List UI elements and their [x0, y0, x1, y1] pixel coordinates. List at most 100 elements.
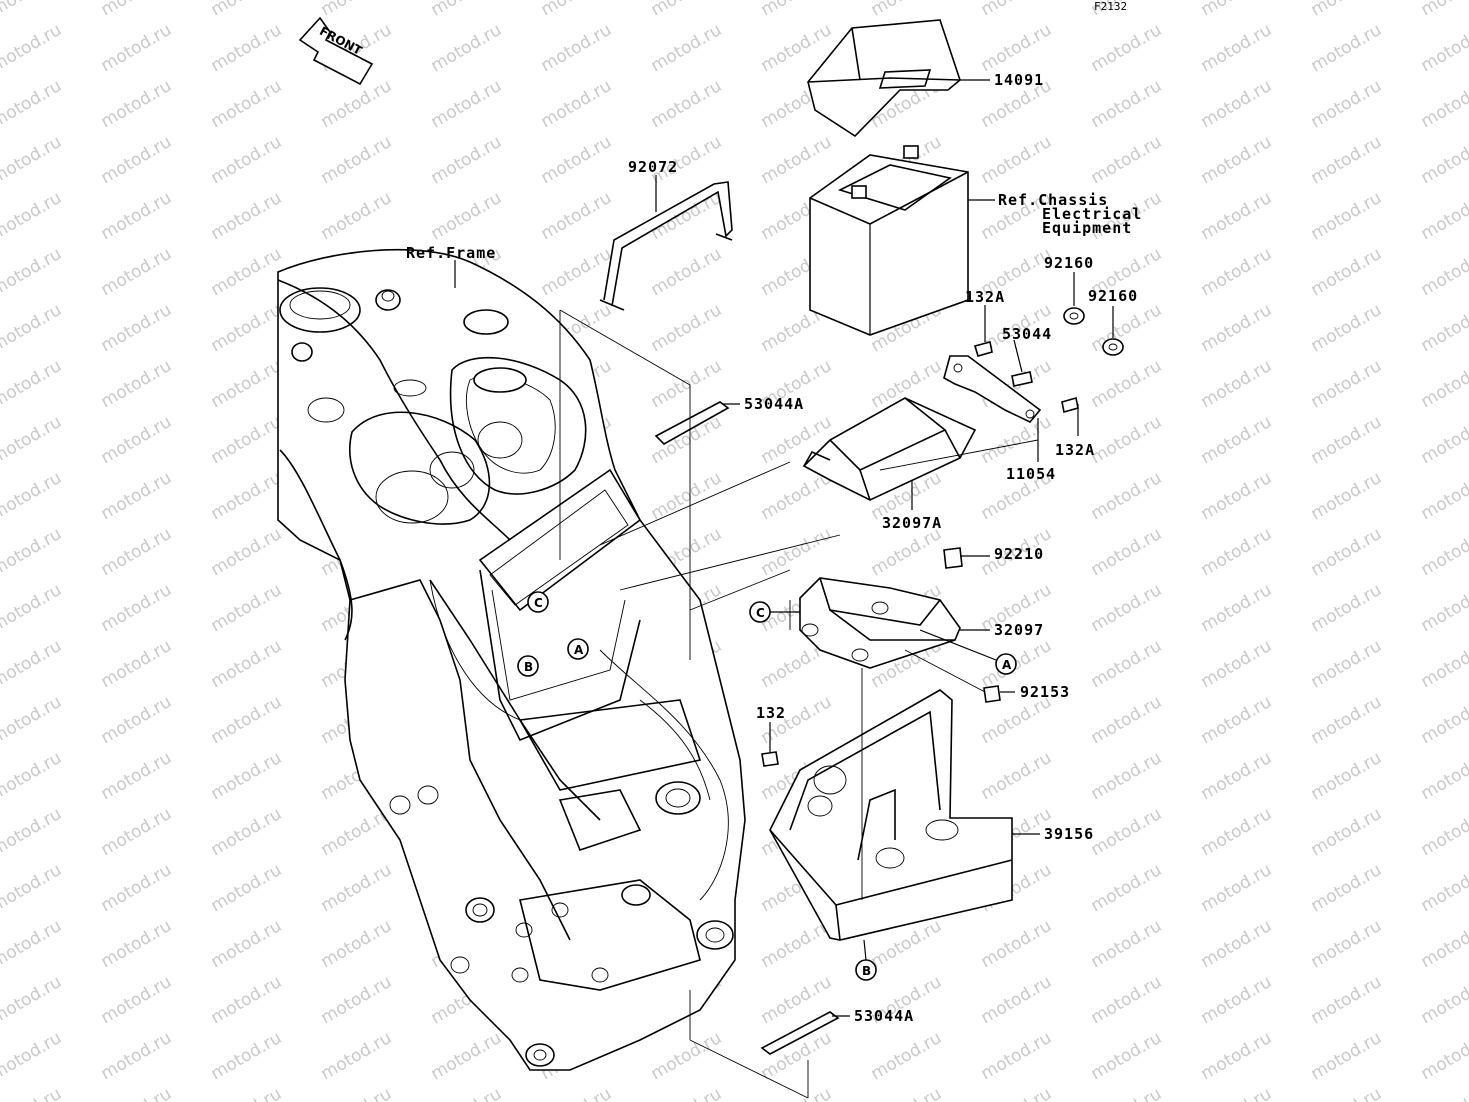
watermark-text: motod.ru: [1198, 692, 1276, 748]
watermark-text: motod.ru: [538, 244, 616, 300]
watermark-text: motod.ru: [1308, 76, 1386, 132]
watermark-text: motod.ru: [0, 524, 65, 580]
watermark-text: motod.ru: [318, 1028, 396, 1084]
watermark-text: motod.ru: [0, 1028, 65, 1084]
watermark-text: motod.ru: [0, 636, 65, 692]
watermark-text: motod.ru: [98, 20, 176, 76]
watermark-text: motod.ru: [1088, 636, 1166, 692]
label-53044a-bottom: 53044A: [854, 1007, 914, 1025]
watermark-text: motod.ru: [1088, 580, 1166, 636]
watermark-text: motod.ru: [318, 972, 396, 1028]
watermark-text: motod.ru: [978, 1028, 1056, 1084]
watermark-text: motod.ru: [1308, 1084, 1386, 1102]
watermark-text: motod.ru: [1198, 300, 1276, 356]
svg-text:A: A: [574, 643, 584, 657]
battery-cover: [807, 19, 990, 138]
watermark-text: motod.ru: [648, 244, 726, 300]
watermark-text: motod.ru: [868, 1084, 946, 1102]
watermark-text: motod.ru: [1418, 188, 1469, 244]
label-32097a: 32097A: [882, 514, 942, 532]
svg-text:C: C: [534, 596, 543, 610]
watermark-text: motod.ru: [1308, 916, 1386, 972]
watermark-text: motod.ru: [208, 188, 286, 244]
watermark-text: motod.ru: [1308, 468, 1386, 524]
watermark-text: motod.ru: [758, 132, 836, 188]
watermark-text: motod.ru: [0, 412, 65, 468]
watermark-text: motod.ru: [1418, 636, 1469, 692]
label-32097: 32097: [994, 621, 1044, 639]
watermark-text: motod.ru: [1198, 1084, 1276, 1102]
watermark-text: motod.ru: [208, 132, 286, 188]
watermark-text: motod.ru: [1418, 468, 1469, 524]
watermark-text: motod.ru: [648, 76, 726, 132]
svg-text:C: C: [756, 606, 765, 620]
watermark-text: motod.ru: [0, 468, 65, 524]
label-132a-right: 132A: [1055, 441, 1095, 459]
watermark-text: motod.ru: [1418, 1084, 1469, 1102]
frame-drawing: [277, 248, 746, 1071]
watermark-text: motod.ru: [1198, 524, 1276, 580]
watermark-text: motod.ru: [318, 916, 396, 972]
watermark-text: motod.ru: [1308, 580, 1386, 636]
watermark-text: motod.ru: [1198, 0, 1276, 20]
watermark-text: motod.ru: [98, 468, 176, 524]
watermark-text: motod.ru: [428, 20, 506, 76]
watermark-text: motod.ru: [1088, 300, 1166, 356]
watermark-text: motod.ru: [1418, 748, 1469, 804]
watermark-text: motod.ru: [978, 1084, 1056, 1102]
battery: [809, 145, 995, 336]
watermark-text: motod.ru: [1198, 636, 1276, 692]
watermark-text: motod.ru: [1198, 76, 1276, 132]
watermark-text: motod.ru: [758, 1084, 836, 1102]
watermark-text: motod.ru: [208, 244, 286, 300]
watermark-text: motod.ru: [428, 188, 506, 244]
watermark-text: motod.ru: [1308, 860, 1386, 916]
watermark-text: motod.ru: [0, 300, 65, 356]
watermark-text: motod.ru: [208, 636, 286, 692]
watermark-text: motod.ru: [98, 188, 176, 244]
watermark-text: motod.ru: [0, 860, 65, 916]
watermark-text: motod.ru: [318, 860, 396, 916]
watermark-text: motod.ru: [648, 20, 726, 76]
watermark-text: motod.ru: [98, 300, 176, 356]
watermark-text: motod.ru: [98, 636, 176, 692]
watermark-text: motod.ru: [98, 0, 176, 20]
watermark-text: motod.ru: [1418, 356, 1469, 412]
watermark-text: motod.ru: [428, 1028, 506, 1084]
case-lower-callout-c: C: [749, 601, 800, 623]
watermark-text: motod.ru: [208, 692, 286, 748]
label-14091: 14091: [994, 71, 1044, 89]
tray: [769, 689, 1040, 941]
watermark-text: motod.ru: [1088, 76, 1166, 132]
label-92160-b: 92160: [1088, 287, 1138, 305]
label-equipment: Equipment: [1042, 219, 1132, 237]
watermark-text: motod.ru: [758, 524, 836, 580]
watermark-text: motod.ru: [0, 804, 65, 860]
watermark-text: motod.ru: [1308, 1028, 1386, 1084]
watermark-text: motod.ru: [208, 468, 286, 524]
label-92072: 92072: [628, 158, 678, 176]
watermark-text: motod.ru: [98, 244, 176, 300]
watermark-text: motod.ru: [868, 524, 946, 580]
damper-b: [1102, 306, 1124, 356]
watermark-text: motod.ru: [648, 356, 726, 412]
watermark-text: motod.ru: [978, 916, 1056, 972]
watermark-text: motod.ru: [1088, 132, 1166, 188]
watermark-text: motod.ru: [538, 188, 616, 244]
bolt-132a-top: [973, 305, 993, 357]
tray-callout-b: B: [855, 939, 877, 981]
watermark-text: motod.ru: [98, 804, 176, 860]
watermark-text: motod.ru: [98, 1084, 176, 1102]
watermark-text: motod.ru: [1418, 860, 1469, 916]
watermark-text: motod.ru: [98, 412, 176, 468]
watermark-text: motod.ru: [1418, 0, 1469, 20]
label-53044: 53044: [1002, 325, 1052, 343]
watermark-text: motod.ru: [538, 1084, 616, 1102]
label-53044a-top: 53044A: [744, 395, 804, 413]
watermark-text: motod.ru: [1308, 804, 1386, 860]
watermark-text: motod.ru: [98, 132, 176, 188]
label-electrical: Electrical: [1042, 205, 1142, 223]
watermark-text: motod.ru: [1198, 412, 1276, 468]
watermark-text: motod.ru: [1418, 20, 1469, 76]
